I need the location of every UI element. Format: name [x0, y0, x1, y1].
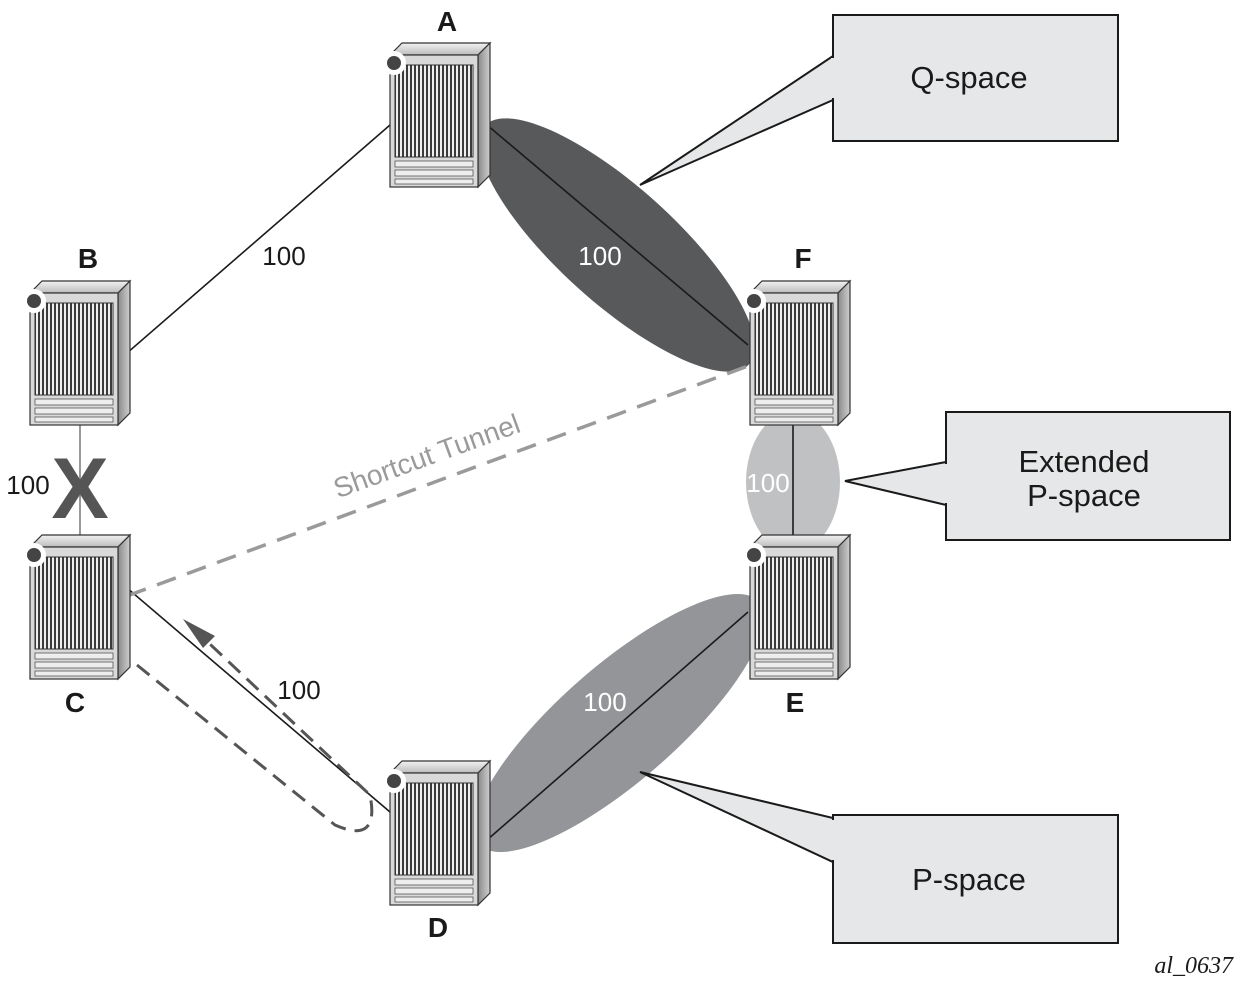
metric-a-f: 100	[578, 241, 621, 271]
repair-path-arrowhead	[183, 619, 215, 648]
shortcut-tunnel-line	[126, 364, 749, 598]
link-a-b	[126, 124, 391, 354]
link-a-f	[486, 124, 749, 346]
link-failure-x-mark: X	[51, 441, 108, 537]
callout-q-space-text: Q-space	[910, 60, 1027, 95]
callout-extended-line1: Extended	[1019, 444, 1150, 479]
node-label-c: C	[65, 687, 85, 718]
router-a	[381, 42, 491, 188]
link-d-e	[486, 611, 749, 841]
router-c	[21, 534, 131, 680]
node-label-d: D	[428, 912, 448, 943]
router-d	[381, 760, 491, 906]
router-b	[21, 280, 131, 426]
q-space-region	[479, 118, 755, 372]
callout-extended-p-space: Extended P-space	[844, 411, 1231, 541]
link-c-d	[126, 587, 391, 813]
metric-a-b: 100	[262, 241, 305, 271]
metric-b-c: 100	[6, 470, 49, 500]
router-f	[741, 280, 851, 426]
callout-extended-line2: P-space	[1027, 478, 1141, 513]
callout-p-space: P-space	[639, 771, 1119, 944]
callout-q-space: Q-space	[639, 14, 1119, 186]
router-e	[741, 534, 851, 680]
metric-d-e: 100	[583, 687, 626, 717]
repair-path	[136, 628, 374, 833]
shortcut-tunnel-label: Shortcut Tunnel	[329, 408, 524, 504]
node-label-b: B	[78, 243, 98, 274]
metric-c-d: 100	[277, 675, 320, 705]
node-label-e: E	[786, 687, 805, 718]
figure-id: al_0637	[1154, 953, 1234, 979]
p-space-region	[474, 593, 764, 853]
node-label-a: A	[437, 6, 457, 37]
callout-p-space-text: P-space	[912, 862, 1026, 897]
metric-e-f: 100	[746, 468, 789, 498]
node-label-f: F	[794, 243, 811, 274]
